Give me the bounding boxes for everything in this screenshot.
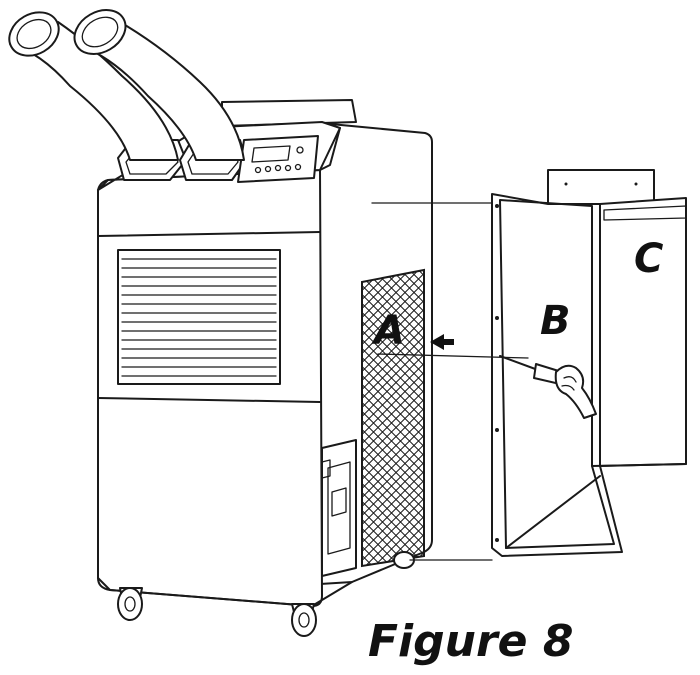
exhaust-duct-left <box>8 11 179 161</box>
pointer-arrow-left <box>430 334 454 350</box>
label-a: A <box>371 308 405 354</box>
exhaust-duct-right <box>73 9 245 161</box>
condenser-filter <box>361 268 425 568</box>
figure-caption: Figure 8 <box>368 616 573 667</box>
air-outlet-grille <box>117 249 281 385</box>
control-panel <box>237 135 319 183</box>
screwdriver-hand <box>499 355 597 419</box>
front-right-caster <box>291 603 317 637</box>
label-b: B <box>540 298 571 344</box>
front-left-caster <box>117 587 143 621</box>
air-conditioner-unit <box>97 99 433 637</box>
label-c: C <box>634 236 663 282</box>
